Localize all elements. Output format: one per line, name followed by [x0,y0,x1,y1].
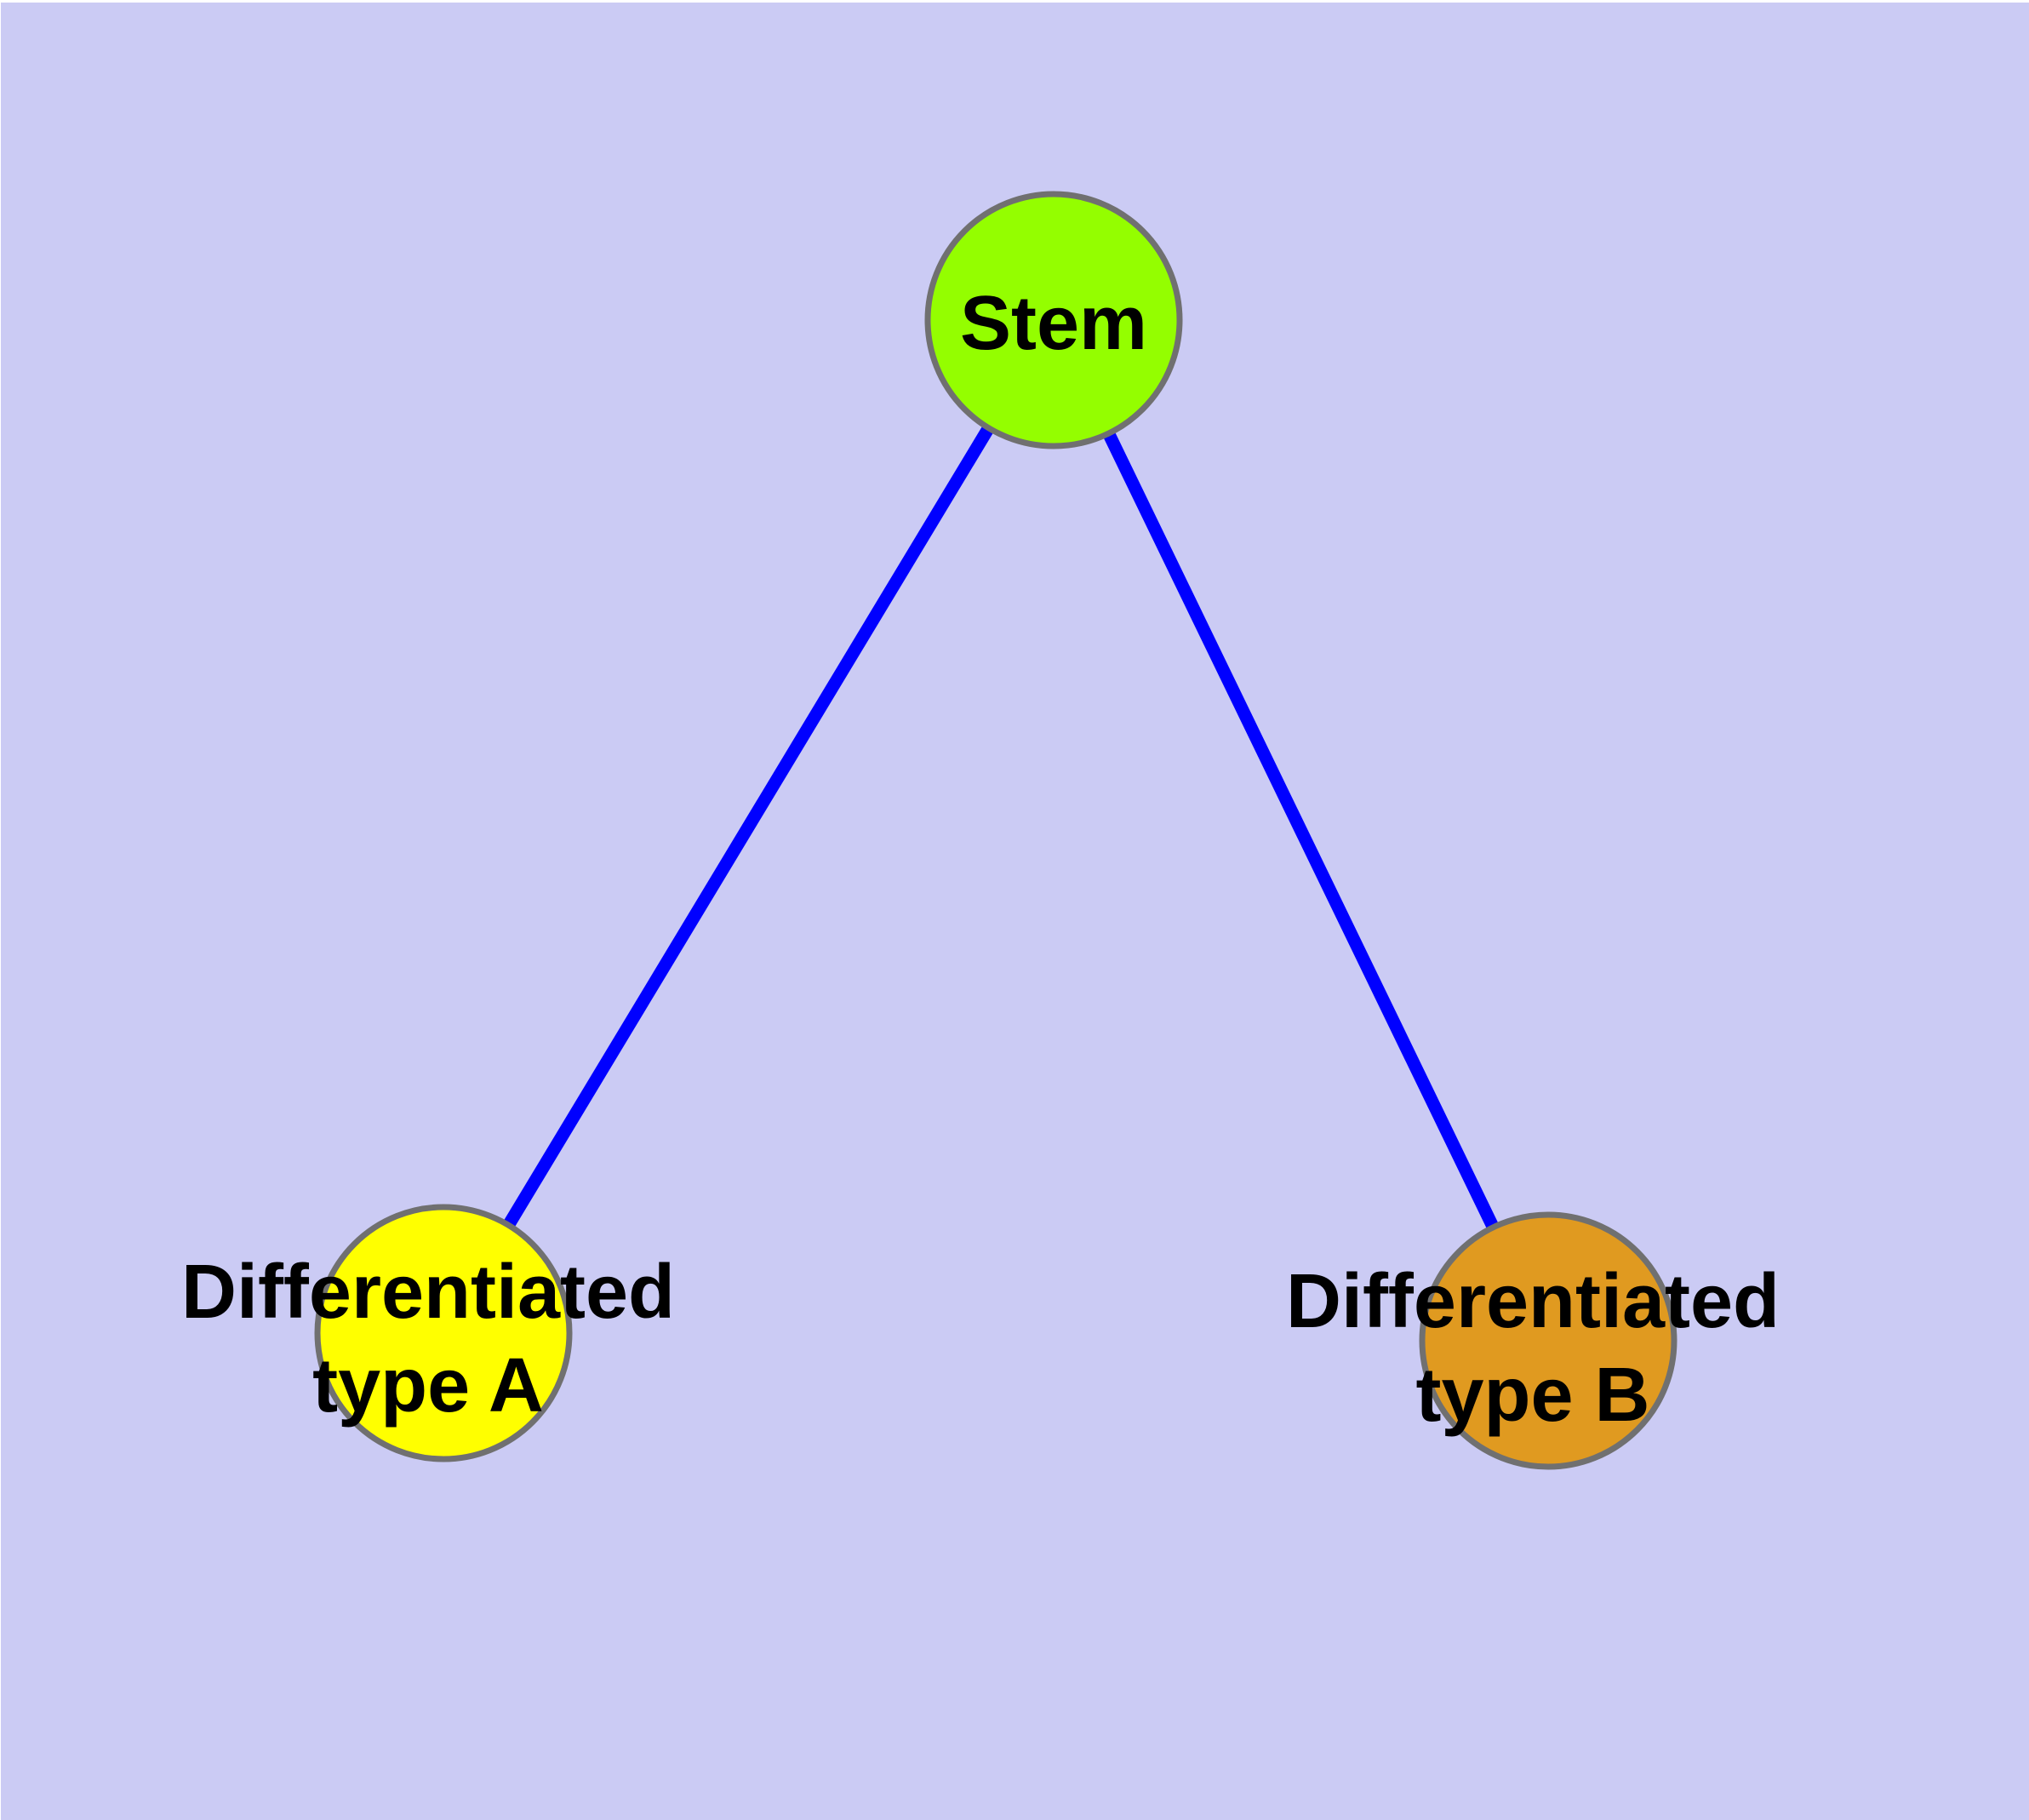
edge-stem-to-type-a [437,317,1060,1336]
node-stem-circle [924,191,1183,449]
graph-svg [314,191,1677,1470]
node-type-a-circle [314,1204,573,1462]
diagram-canvas: Stem Differentiated type A Differentiate… [1,3,2029,1820]
edge-stem-to-type-b [1048,317,1554,1344]
node-type-b-circle [1419,1211,1677,1470]
